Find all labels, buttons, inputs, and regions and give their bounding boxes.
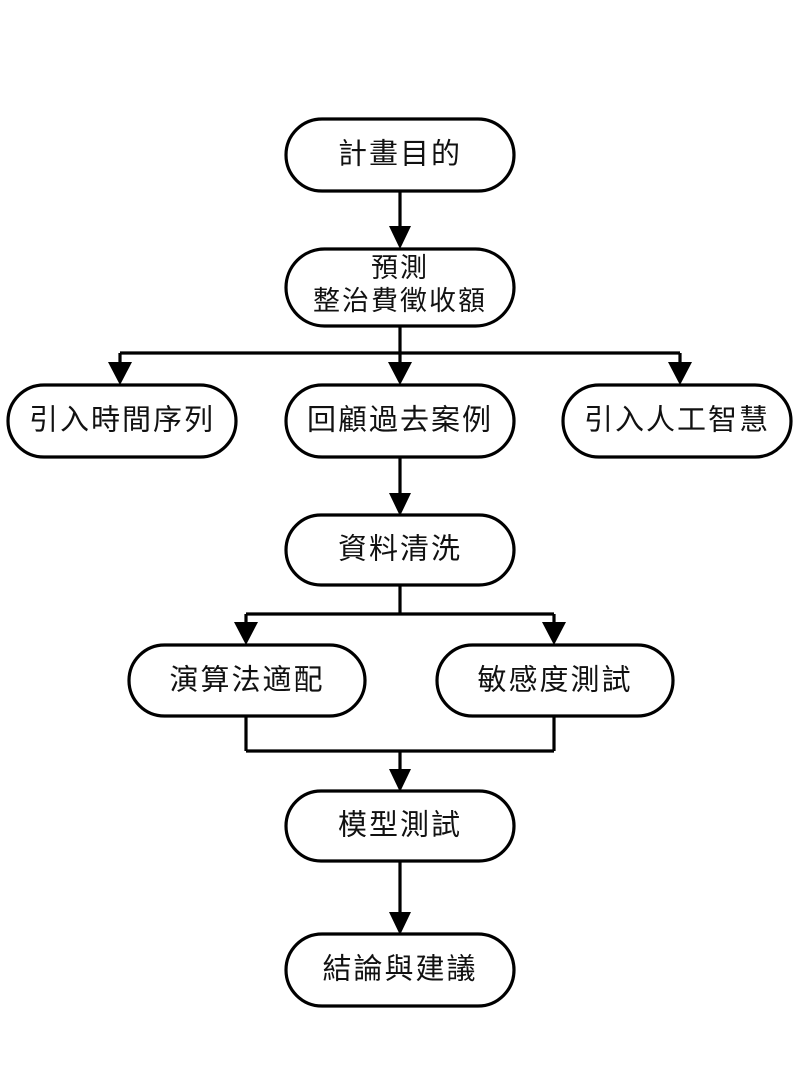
edge-forecast-fanout — [108, 325, 692, 385]
flow-node-data-cleaning[interactable]: 資料清洗 — [284, 513, 516, 587]
flow-node-model-test[interactable]: 模型測試 — [284, 789, 516, 863]
node-label-introduce-ai: 引入人工智慧 — [584, 404, 770, 437]
node-label-review-past-cases: 回顧過去案例 — [307, 404, 493, 437]
node-shape-review-past-cases — [284, 383, 516, 459]
flow-node-introduce-time-series[interactable]: 引入時間序列 — [6, 383, 238, 459]
node-label-data-cleaning: 資料清洗 — [338, 533, 462, 566]
flow-node-forecast-levy[interactable]: 預測 整治費徵收額 — [284, 247, 516, 328]
flow-node-plan-purpose[interactable]: 計畫目的 — [284, 117, 516, 193]
edge-forecast-to-timeseries — [108, 353, 132, 385]
node-shape-data-cleaning — [284, 513, 516, 587]
edge-plan-purpose-to-forecast — [389, 190, 411, 249]
node-shape-algorithm-fitting — [127, 643, 367, 718]
node-shape-model-test — [284, 789, 516, 863]
node-shape-introduce-ai — [561, 383, 793, 459]
node-shape-sensitivity-test — [435, 643, 675, 718]
edge-forecast-to-ai — [668, 353, 692, 385]
node-shape-introduce-time-series — [6, 383, 238, 459]
node-label-sensitivity-test: 敏感度測試 — [477, 664, 632, 697]
edge-casereview-to-datacleaning — [389, 456, 411, 516]
flow-node-introduce-ai[interactable]: 引入人工智慧 — [561, 383, 793, 459]
node-shape-forecast-levy — [284, 247, 516, 328]
node-label-conclusion-recommendation: 結論與建議 — [322, 953, 477, 986]
edge-datacleaning-split — [234, 584, 566, 645]
flow-node-review-past-cases[interactable]: 回顧過去案例 — [284, 383, 516, 459]
edge-modeltest-to-conclusion — [389, 861, 411, 935]
edge-forecast-to-casereview — [388, 353, 412, 385]
edge-datacleaning-to-sensitivity — [542, 614, 566, 645]
node-label-introduce-time-series: 引入時間序列 — [29, 404, 215, 437]
node-shape-plan-purpose — [284, 117, 516, 193]
edge-merge-to-modeltest — [244, 716, 556, 792]
edge-layer — [108, 190, 692, 935]
flow-node-algorithm-fitting[interactable]: 演算法適配 — [127, 643, 367, 718]
edge-datacleaning-to-algorithm — [234, 614, 258, 645]
node-shape-conclusion-recommendation — [284, 932, 516, 1008]
node-label-forecast-levy-line1: 預測 — [371, 253, 429, 283]
node-label-plan-purpose: 計畫目的 — [338, 138, 462, 171]
node-label-forecast-levy-line2: 整治費徵收額 — [313, 286, 487, 316]
node-label-algorithm-fitting: 演算法適配 — [169, 664, 324, 697]
flow-node-sensitivity-test[interactable]: 敏感度測試 — [435, 643, 675, 718]
flow-node-conclusion-recommendation[interactable]: 結論與建議 — [284, 932, 516, 1008]
node-label-model-test: 模型測試 — [338, 809, 462, 842]
